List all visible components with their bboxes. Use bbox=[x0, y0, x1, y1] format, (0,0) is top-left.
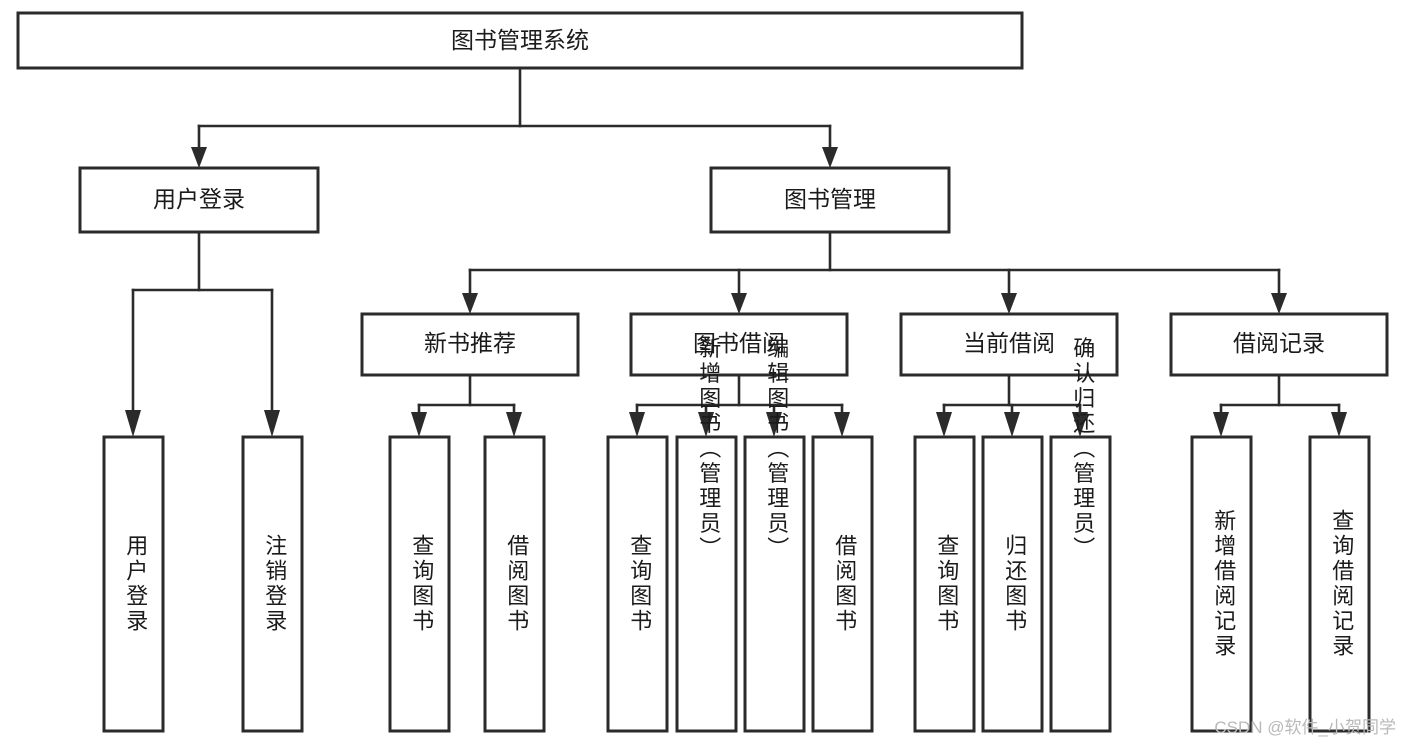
node-leaf-user-logout-box[interactable] bbox=[241, 435, 304, 733]
arrow-head-book-borrow bbox=[731, 293, 747, 314]
arrow-head-leaf-add-record bbox=[1213, 412, 1229, 437]
node-book-management-label: 图书管理 bbox=[784, 186, 876, 212]
node-leaf-confirm-return-box[interactable] bbox=[1049, 435, 1112, 733]
arrow-head-leaf-query-book-1 bbox=[411, 412, 427, 437]
node-new-book-recommend[interactable]: 新书推荐 bbox=[360, 312, 580, 377]
node-borrow-record-label: 借阅记录 bbox=[1233, 330, 1325, 356]
node-leaf-add-book[interactable]: 新增图书（管理员） bbox=[675, 337, 738, 733]
arrow-head-leaf-query-book-3 bbox=[936, 412, 952, 437]
node-current-borrow-label: 当前借阅 bbox=[963, 330, 1055, 356]
node-leaf-user-login-box[interactable] bbox=[102, 435, 165, 733]
node-new-book-recommend-label: 新书推荐 bbox=[424, 330, 516, 356]
node-user-login-box[interactable] bbox=[78, 166, 320, 234]
node-leaf-user-login-label: 用户登录 bbox=[123, 534, 148, 634]
node-leaf-query-record-box[interactable] bbox=[1308, 435, 1371, 733]
node-current-borrow[interactable]: 当前借阅 bbox=[899, 312, 1119, 377]
arrow-head-book-management bbox=[822, 147, 838, 168]
node-leaf-confirm-return-label: 确认归还（管理员） bbox=[1070, 337, 1095, 562]
connector-group-book-management-to-level3 bbox=[462, 230, 1287, 314]
node-leaf-edit-book-box[interactable] bbox=[743, 435, 806, 733]
arrow-head-leaf-add-book bbox=[698, 412, 714, 437]
connector-group-root-to-level2 bbox=[191, 66, 838, 168]
node-leaf-borrow-book-1-box[interactable] bbox=[483, 435, 546, 733]
node-leaf-return-book-label: 归还图书 bbox=[1002, 534, 1027, 634]
arrow-head-leaf-query-record bbox=[1331, 412, 1347, 437]
node-borrow-record[interactable]: 借阅记录 bbox=[1169, 312, 1389, 377]
connector-group-borrow-record-to-leaves bbox=[1213, 373, 1347, 437]
node-new-book-recommend-box[interactable] bbox=[360, 312, 580, 377]
csdn-watermark: CSDN @软件_小贺同学 bbox=[1214, 718, 1396, 737]
node-leaf-return-book[interactable]: 归还图书 bbox=[981, 435, 1044, 733]
node-leaf-user-login[interactable]: 用户登录 bbox=[102, 435, 165, 733]
node-leaf-borrow-book-2-label: 借阅图书 bbox=[832, 534, 857, 634]
node-leaf-query-book-1-box[interactable] bbox=[388, 435, 451, 733]
connector-group-current-borrow-to-leaves bbox=[936, 373, 1088, 437]
node-leaf-borrow-book-1[interactable]: 借阅图书 bbox=[483, 435, 546, 733]
node-leaf-confirm-return[interactable]: 确认归还（管理员） bbox=[1049, 337, 1112, 733]
connector-group-new-book-recommend-to-leaves bbox=[411, 373, 522, 437]
node-leaf-query-book-2[interactable]: 查询图书 bbox=[606, 435, 669, 733]
arrow-head-leaf-return-book bbox=[1004, 412, 1020, 437]
node-leaf-query-book-1-label: 查询图书 bbox=[409, 534, 434, 634]
node-leaf-return-book-box[interactable] bbox=[981, 435, 1044, 733]
node-leaf-add-book-label: 新增图书（管理员） bbox=[696, 337, 721, 562]
node-root-label: 图书管理系统 bbox=[451, 27, 589, 53]
node-leaf-query-book-3[interactable]: 查询图书 bbox=[913, 435, 976, 733]
arrow-head-user-login bbox=[191, 147, 207, 168]
node-book-borrow[interactable]: 图书借阅 bbox=[629, 312, 849, 377]
node-leaf-add-record-box[interactable] bbox=[1190, 435, 1253, 733]
arrow-head-leaf-confirm-return bbox=[1072, 412, 1088, 437]
arrow-head-current-borrow bbox=[1001, 293, 1017, 314]
node-leaf-edit-book-label: 编辑图书（管理员） bbox=[764, 337, 789, 562]
node-leaf-add-book-box[interactable] bbox=[675, 435, 738, 733]
node-leaf-edit-book[interactable]: 编辑图书（管理员） bbox=[743, 337, 806, 733]
arrow-head-leaf-user-login bbox=[125, 410, 141, 437]
arrow-head-borrow-record bbox=[1271, 293, 1287, 314]
node-leaf-borrow-book-2[interactable]: 借阅图书 bbox=[811, 435, 874, 733]
node-book-borrow-box[interactable] bbox=[629, 312, 849, 377]
node-root-box[interactable] bbox=[16, 11, 1024, 70]
arrow-head-new-book-recommend bbox=[462, 293, 478, 314]
node-borrow-record-box[interactable] bbox=[1169, 312, 1389, 377]
node-leaf-query-book-3-label: 查询图书 bbox=[934, 534, 959, 634]
node-leaf-query-record-label: 查询借阅记录 bbox=[1329, 509, 1354, 659]
node-book-management[interactable]: 图书管理 bbox=[709, 166, 951, 234]
node-root[interactable]: 图书管理系统 bbox=[16, 11, 1024, 70]
node-book-borrow-label: 图书借阅 bbox=[693, 330, 785, 356]
node-leaf-borrow-book-2-box[interactable] bbox=[811, 435, 874, 733]
node-leaf-query-record[interactable]: 查询借阅记录 bbox=[1308, 435, 1371, 733]
node-user-login-label: 用户登录 bbox=[153, 186, 245, 212]
arrow-head-leaf-query-book-2 bbox=[629, 412, 645, 437]
connector-group-book-borrow-to-leaves bbox=[629, 373, 850, 437]
node-leaf-query-book-1[interactable]: 查询图书 bbox=[388, 435, 451, 733]
node-leaf-query-book-2-box[interactable] bbox=[606, 435, 669, 733]
node-leaf-user-logout-label: 注销登录 bbox=[262, 534, 287, 634]
arrow-head-leaf-borrow-book-2 bbox=[834, 412, 850, 437]
node-leaf-user-logout[interactable]: 注销登录 bbox=[241, 435, 304, 733]
node-book-management-box[interactable] bbox=[709, 166, 951, 234]
node-leaf-add-record[interactable]: 新增借阅记录 bbox=[1190, 435, 1253, 733]
node-leaf-query-book-2-label: 查询图书 bbox=[627, 534, 652, 634]
arrow-head-leaf-borrow-book-1 bbox=[506, 412, 522, 437]
node-leaf-borrow-book-1-label: 借阅图书 bbox=[504, 534, 529, 634]
connector-group-user-login-to-leaves bbox=[125, 230, 280, 437]
arrow-head-leaf-edit-book bbox=[766, 412, 782, 437]
arrow-head-leaf-user-logout bbox=[264, 410, 280, 437]
node-current-borrow-box[interactable] bbox=[899, 312, 1119, 377]
node-leaf-query-book-3-box[interactable] bbox=[913, 435, 976, 733]
node-leaf-add-record-label: 新增借阅记录 bbox=[1211, 509, 1236, 659]
node-user-login[interactable]: 用户登录 bbox=[78, 166, 320, 234]
